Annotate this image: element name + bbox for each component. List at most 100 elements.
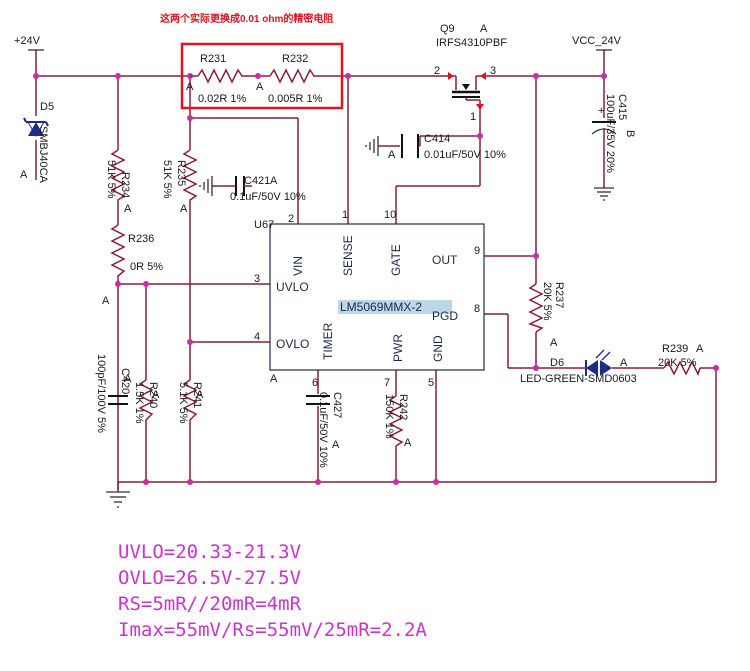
r231-value: 0.02R 1% bbox=[198, 93, 247, 105]
capacitor-c415: + C415 B 100uF/35V 20% bbox=[591, 94, 636, 173]
d5-ref: D5 bbox=[40, 101, 54, 113]
c421-unit: A bbox=[270, 175, 278, 187]
pin-vin-num: 2 bbox=[288, 213, 294, 225]
d5-unit: A bbox=[20, 169, 28, 181]
pin-gate-label: GATE bbox=[389, 244, 403, 276]
pin-pgd-label: PGD bbox=[432, 309, 458, 323]
c414-unit: A bbox=[388, 149, 396, 161]
resistor-r235: R235 51K 5% A bbox=[161, 149, 198, 215]
ground-main bbox=[106, 482, 130, 508]
pin-gnd-label: GND bbox=[431, 335, 445, 362]
svg-text:+: + bbox=[598, 105, 604, 117]
capacitor-c420: C420 100pF/100V 5% A bbox=[95, 354, 132, 433]
c414-value: 0.01uF/50V 10% bbox=[424, 149, 506, 161]
r240-ref: R240 bbox=[147, 382, 159, 408]
pin-timer-num: 6 bbox=[312, 377, 318, 389]
resistor-r239: R239 A 20K 5% bbox=[658, 343, 704, 376]
d6-part: LED-GREEN-SMD0603 bbox=[520, 373, 637, 385]
r236-value: 0R 5% bbox=[130, 261, 163, 273]
capacitor-c427: C427 0.1uF/50V 10% A bbox=[306, 392, 343, 468]
r236-ref: R236 bbox=[128, 233, 154, 245]
pin-uvlo-num: 3 bbox=[254, 273, 260, 285]
rail-plus24: +24V bbox=[14, 35, 44, 51]
q9-unit: A bbox=[480, 23, 488, 35]
r234-value: 51K 5% bbox=[105, 160, 117, 199]
rail-vcc24-label: VCC_24V bbox=[572, 35, 622, 47]
ground-c421 bbox=[199, 176, 213, 196]
d6-unit: A bbox=[620, 357, 628, 369]
r234-ref: R234 bbox=[119, 172, 131, 198]
pin-sense-label: SENSE bbox=[341, 235, 355, 276]
r241-value: 5.1K 5% bbox=[177, 382, 189, 424]
u67-part: LM5069MMX-2 bbox=[340, 300, 422, 314]
q9-ref: Q9 bbox=[440, 23, 455, 35]
pin-pwr-label: PWR bbox=[391, 334, 405, 362]
r239-value: 20K 5% bbox=[658, 357, 697, 369]
ic-u67: U67 A LM5069MMX-2 VIN 2 SENSE 1 GATE 10 … bbox=[254, 209, 485, 389]
d6-ref: D6 bbox=[550, 357, 564, 369]
design-equations: UVLO=20.33-21.3V OVLO=26.5V-27.5V RS=5mR… bbox=[118, 541, 427, 641]
resistor-r234: R234 51K 5% A bbox=[105, 149, 132, 215]
r241-ref: R241 bbox=[191, 382, 203, 408]
c421-ref: C421 bbox=[244, 175, 270, 187]
q9-pin1: 1 bbox=[470, 111, 476, 123]
junction-dots bbox=[33, 73, 719, 485]
r237-value: 20K 5% bbox=[541, 282, 553, 321]
r231-unit: A bbox=[186, 81, 194, 93]
r242-unit: A bbox=[404, 437, 412, 449]
equation-rs: RS=5mR//20mR=4mR bbox=[118, 593, 302, 615]
r235-unit: A bbox=[180, 203, 188, 215]
resistor-r231: R231 A 0.02R 1% bbox=[186, 53, 247, 105]
r235-value: 51K 5% bbox=[161, 160, 173, 199]
ground-c415 bbox=[594, 187, 614, 201]
q9-pin3: 3 bbox=[490, 65, 496, 77]
resistor-r232: R232 A 0.005R 1% bbox=[256, 53, 323, 105]
d5-part: SMBJ40CA bbox=[37, 126, 49, 184]
r232-ref: R232 bbox=[282, 53, 308, 65]
u67-ref: U67 bbox=[254, 219, 274, 231]
pin-pgd-num: 8 bbox=[474, 303, 480, 315]
r232-unit: A bbox=[256, 81, 264, 93]
resistor-r240: R240 1.5K 1% A bbox=[133, 379, 160, 425]
c427-unit: A bbox=[332, 439, 340, 451]
sense-resistor-highlight bbox=[180, 42, 344, 110]
c427-value: 0.1uF/50V 10% bbox=[317, 392, 329, 468]
replacement-note: 这两个实际更换成0.01 ohm的精密电阻 bbox=[160, 12, 333, 25]
pin-sense-num: 1 bbox=[342, 209, 348, 221]
led-d6: D6 A LED-GREEN-SMD0603 bbox=[520, 349, 637, 385]
ground-c414 bbox=[365, 136, 379, 156]
mosfet-q9: Q9 A IRFS4310PBF 2 3 1 bbox=[434, 23, 507, 123]
c415-ref: C415 bbox=[616, 94, 628, 120]
tvs-diode-d5: D5 SMBJ40CA A bbox=[20, 101, 54, 184]
wires bbox=[35, 50, 717, 490]
equation-imax: Imax=55mV/Rs=55mV/25mR=2.2A bbox=[118, 619, 427, 641]
pin-gnd-num: 5 bbox=[428, 377, 434, 389]
c421-value: 0.1uF/50V 10% bbox=[230, 191, 306, 203]
rail-plus24-label: +24V bbox=[14, 35, 41, 47]
q9-part: IRFS4310PBF bbox=[436, 37, 507, 49]
rail-vcc24: VCC_24V bbox=[572, 35, 622, 51]
r236-unit: A bbox=[102, 295, 110, 307]
r231-ref: R231 bbox=[200, 53, 226, 65]
capacitor-c414: C414 A 0.01uF/50V 10% bbox=[388, 133, 506, 161]
r239-unit: A bbox=[696, 343, 704, 355]
c420-ref: C420 bbox=[119, 368, 131, 394]
r234-unit: A bbox=[124, 203, 132, 215]
r237-ref: R237 bbox=[553, 282, 565, 308]
resistor-r236: R236 0R 5% A bbox=[102, 224, 163, 307]
c414-ref: C414 bbox=[424, 133, 450, 145]
r241-unit: A bbox=[196, 389, 204, 401]
r240-value: 1.5K 1% bbox=[133, 382, 145, 424]
resistor-r242: R242 150K 1% A bbox=[383, 394, 412, 449]
r240-unit: A bbox=[152, 389, 160, 401]
pin-out-num: 9 bbox=[474, 245, 480, 257]
r235-ref: R235 bbox=[175, 160, 187, 186]
r237-unit: A bbox=[550, 337, 558, 349]
resistor-r237: R237 20K 5% A bbox=[528, 282, 565, 349]
pin-ovlo-label: OVLO bbox=[276, 337, 309, 351]
c427-ref: C427 bbox=[331, 392, 343, 418]
r232-value: 0.005R 1% bbox=[268, 93, 323, 105]
equation-uvlo: UVLO=20.33-21.3V bbox=[118, 541, 301, 563]
q9-pin2: 2 bbox=[434, 65, 440, 77]
